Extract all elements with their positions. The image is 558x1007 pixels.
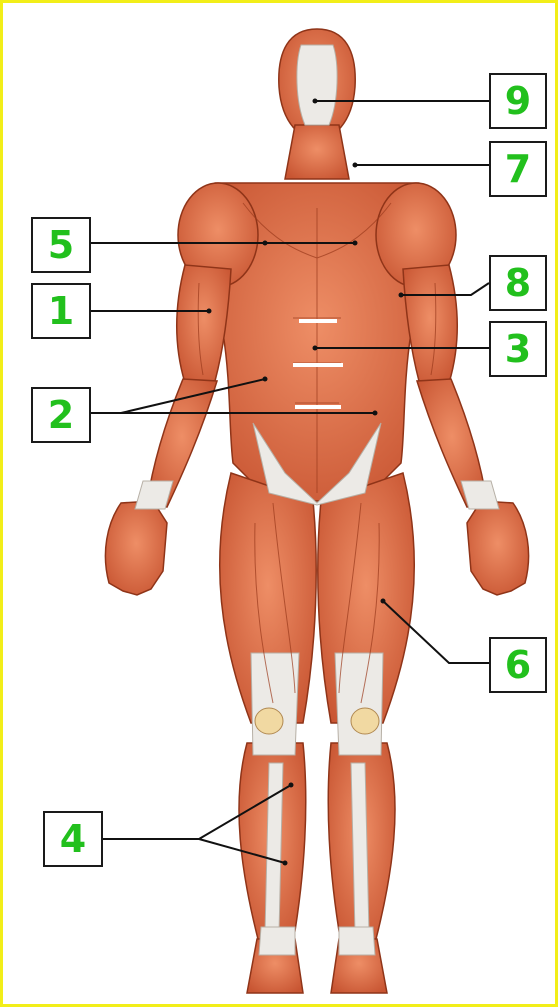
- callout-4: 4: [43, 811, 103, 867]
- callout-5: 5: [31, 217, 91, 273]
- right-knee-tendon: [335, 653, 383, 755]
- right-kneecap: [351, 708, 379, 734]
- callout-9: 9: [489, 73, 547, 129]
- left-hand: [105, 501, 167, 595]
- face-mask: [297, 45, 337, 125]
- callout-8: 8: [489, 255, 547, 311]
- left-knee-tendon: [251, 653, 299, 755]
- kneecaps: [255, 708, 379, 734]
- left-kneecap: [255, 708, 283, 734]
- body-silhouette: [105, 29, 528, 993]
- right-ankle-tendon: [339, 927, 375, 955]
- right-upper-arm: [403, 265, 457, 383]
- callout-6: 6: [489, 637, 547, 693]
- left-ankle-tendon: [259, 927, 295, 955]
- callout-1: 1: [31, 283, 91, 339]
- right-hand: [467, 501, 529, 595]
- callout-3: 3: [489, 321, 547, 377]
- left-upper-arm: [177, 265, 231, 383]
- neck: [285, 125, 349, 179]
- callout-7: 7: [489, 141, 547, 197]
- callout-2: 2: [31, 387, 91, 443]
